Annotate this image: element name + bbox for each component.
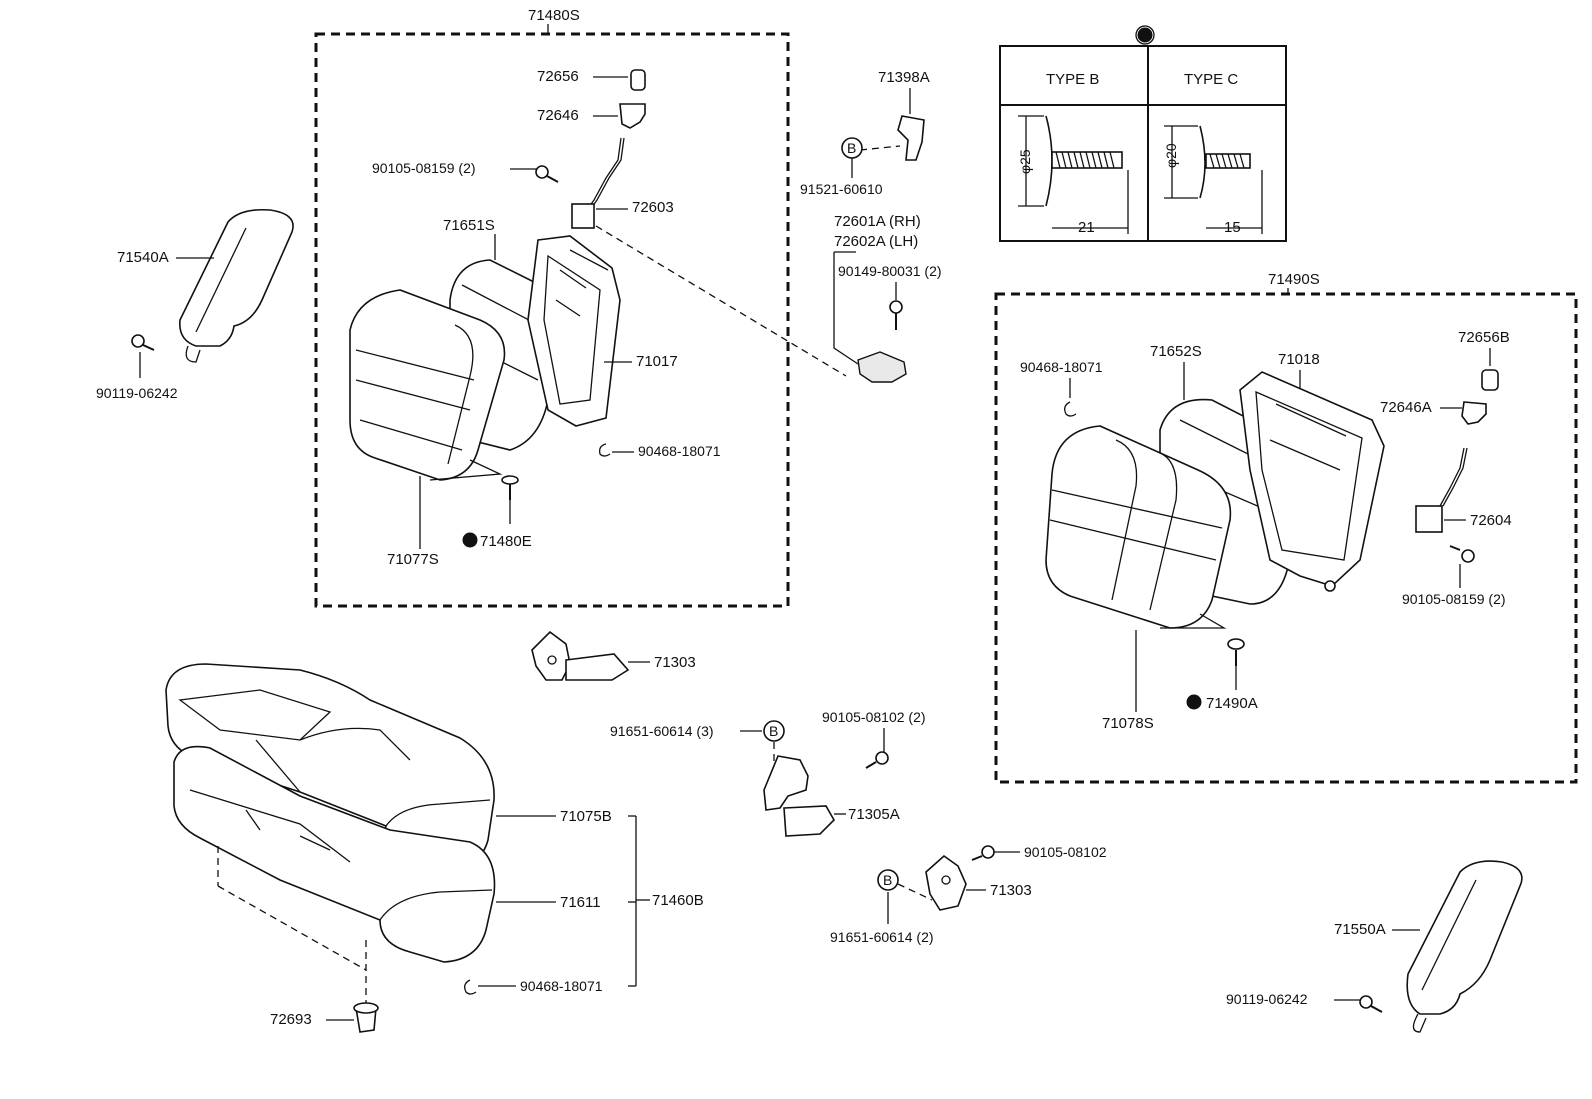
part-71017: 71017 (527, 235, 678, 427)
label-71075B: 71075B (560, 808, 612, 825)
label-71460B: 71460B (652, 892, 704, 909)
part-90468-18071-left: 90468-18071 (598, 443, 721, 459)
part-71490A: 71490A (1186, 638, 1258, 712)
label-71305A: 71305A (848, 806, 900, 823)
group-71480S: 71480S (314, 7, 790, 608)
part-71398A: 71398A B 91521-60610 (800, 69, 930, 197)
part-72656B: 72656B (1458, 329, 1510, 391)
part-72603: 72603 (571, 137, 847, 377)
label-72603: 72603 (632, 199, 674, 216)
label-72601A: 72601A (RH) (834, 213, 921, 230)
label-71611: 71611 (560, 894, 601, 911)
label-90105-08159-left: 90105-08159 (2) (372, 160, 476, 176)
dim-phi25: φ25 (1017, 149, 1033, 174)
label-71540A: 71540A (117, 249, 169, 266)
part-71303-top: 71303 (531, 630, 696, 681)
part-90468-18071-bottom: 90468-18071 (464, 978, 603, 995)
dim-phi20: φ20 (1163, 143, 1179, 168)
part-71460B: 71460B (628, 815, 704, 987)
part-71550A: 71550A (1334, 860, 1523, 1033)
label-71077S: 71077S (387, 551, 439, 568)
part-90105-08159-left: 90105-08159 (2) (372, 160, 559, 183)
label-71303-bottom: 71303 (990, 882, 1032, 899)
filled-circle-icon (1186, 694, 1202, 710)
label-90119-06242-right: 90119-06242 (1226, 991, 1308, 1007)
type-b-header: TYPE B (1046, 71, 1099, 88)
label-71490S: 71490S (1268, 271, 1320, 288)
filled-circle-icon (462, 532, 478, 548)
b-marker-bottom: B (883, 872, 892, 888)
label-71480S: 71480S (528, 7, 580, 24)
part-91651-60614-3: 91651-60614 (3) B (610, 720, 785, 810)
part-72604: 72604 (1415, 447, 1512, 533)
label-72604: 72604 (1470, 512, 1512, 529)
part-90119-06242-left: 90119-06242 (96, 334, 178, 401)
filled-circle-icon (1137, 27, 1153, 43)
label-72646A: 72646A (1380, 399, 1432, 416)
label-90149-80031: 90149-80031 (2) (838, 263, 942, 279)
label-72646: 72646 (537, 107, 579, 124)
label-72656: 72656 (537, 68, 579, 85)
part-71480E: 71480E (462, 475, 532, 550)
label-90105-08102-2: 90105-08102 (2) (822, 709, 926, 725)
label-71490A: 71490A (1206, 695, 1258, 712)
label-90468-18071-left: 90468-18071 (638, 443, 721, 459)
part-71303-bottom: 71303 B 91651-60614 (2) (830, 854, 1032, 945)
label-91651-60614-2: 91651-60614 (2) (830, 929, 934, 945)
part-71305A: 71305A (763, 755, 900, 837)
b-marker-top: B (847, 140, 856, 156)
part-90119-06242-right: 90119-06242 (1226, 991, 1383, 1013)
label-71550A: 71550A (1334, 921, 1386, 938)
label-91521-60610: 91521-60610 (800, 181, 883, 197)
dim-21: 21 (1078, 219, 1095, 236)
label-90105-08102: 90105-08102 (1024, 844, 1107, 860)
label-71017: 71017 (636, 353, 678, 370)
part-72656: 72656 (537, 68, 646, 91)
label-91651-60614-3: 91651-60614 (3) (610, 723, 714, 739)
label-90119-06242-left: 90119-06242 (96, 385, 178, 401)
part-71018: 71018 (1239, 351, 1385, 592)
label-90105-08159-right: 90105-08159 (2) (1402, 591, 1506, 607)
part-71540A: 71540A (117, 208, 294, 363)
group-71490S: 71490S (994, 271, 1578, 784)
part-71611: 71611 (173, 745, 601, 963)
label-71652S: 71652S (1150, 343, 1202, 360)
part-90105-08159-right: 90105-08159 (2) (1402, 545, 1506, 607)
b-marker-mid: B (769, 723, 778, 739)
label-71078S: 71078S (1102, 715, 1154, 732)
part-90105-08102-2: 90105-08102 (2) (822, 709, 926, 769)
part-71077S: 71077S (349, 289, 506, 568)
part-71078S: 71078S (1045, 425, 1232, 732)
part-72646A: 72646A (1380, 399, 1487, 425)
part-90468-18071-right: 90468-18071 (1020, 359, 1103, 417)
part-72693: 72693 (217, 846, 379, 1033)
label-90468-18071-right: 90468-18071 (1020, 359, 1103, 375)
label-72693: 72693 (270, 1011, 312, 1028)
dim-15: 15 (1224, 219, 1241, 236)
label-72656B: 72656B (1458, 329, 1510, 346)
type-c-header: TYPE C (1184, 71, 1238, 88)
label-90468-18071-bottom: 90468-18071 (520, 978, 603, 994)
type-table: TYPE B TYPE C φ25 21 φ20 15 (999, 25, 1287, 242)
label-71480E: 71480E (480, 533, 532, 550)
label-71303-top: 71303 (654, 654, 696, 671)
label-71651S: 71651S (443, 217, 495, 234)
part-90105-08102: 90105-08102 (971, 844, 1107, 861)
label-71398A: 71398A (878, 69, 930, 86)
label-72602A: 72602A (LH) (834, 233, 918, 250)
label-71018: 71018 (1278, 351, 1320, 368)
part-72601A-72602A: 72601A (RH) 72602A (LH) 90149-80031 (2) (833, 213, 942, 383)
part-72646: 72646 (537, 103, 646, 129)
